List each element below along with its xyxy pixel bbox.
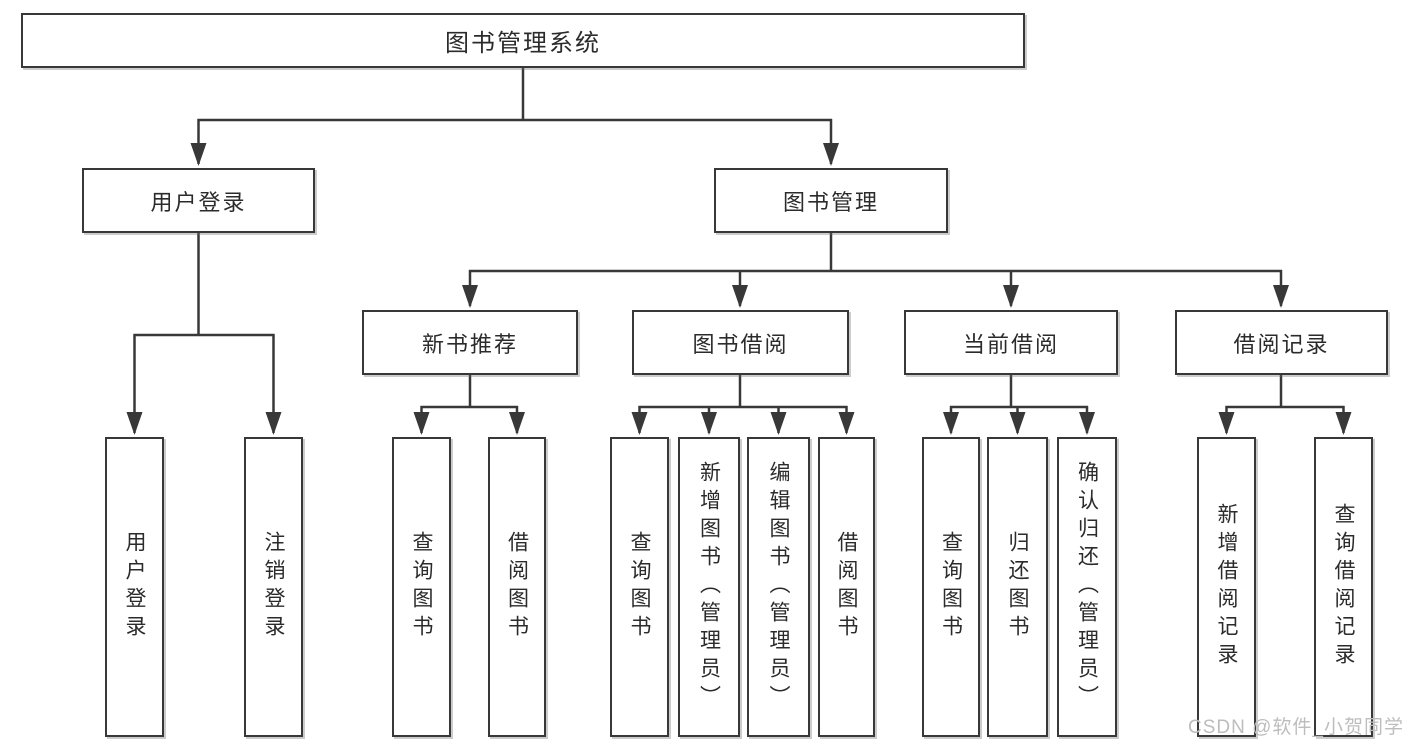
leaf-query-borrow-record: 查询借阅记录	[1314, 437, 1373, 737]
leaf-query-books-current: 查询图书	[922, 437, 980, 737]
node-current-borrowing: 当前借阅	[904, 310, 1118, 375]
node-borrow-records: 借阅记录	[1175, 310, 1388, 375]
branch-book-management	[462, 233, 1289, 308]
leaf-edit-books-admin: 编辑图书（管理员）	[747, 437, 810, 737]
leaf-return-books: 归还图书	[987, 437, 1048, 737]
node-new-book-recommend: 新书推荐	[362, 310, 578, 375]
leaf-confirm-return-admin: 确认归还（管理员）	[1057, 437, 1117, 737]
branch-book-borrowing	[631, 375, 855, 435]
leaf-query-books-recommend: 查询图书	[392, 437, 451, 737]
branch-user-login	[126, 233, 282, 435]
branch-borrow-records	[1218, 375, 1352, 435]
leaf-add-borrow-record: 新增借阅记录	[1197, 437, 1256, 737]
leaf-borrow-books-borrowing: 借阅图书	[818, 437, 875, 737]
node-root-library-system: 图书管理系统	[21, 13, 1025, 68]
leaf-add-books-admin: 新增图书（管理员）	[678, 437, 740, 737]
leaf-borrow-books-recommend: 借阅图书	[488, 437, 546, 737]
node-user-login: 用户登录	[82, 168, 315, 233]
node-book-borrowing: 图书借阅	[632, 310, 849, 375]
branch-root	[190, 68, 839, 166]
leaf-user-login: 用户登录	[105, 437, 164, 737]
branch-new-book-recommend	[413, 375, 525, 435]
branch-current-borrowing	[943, 375, 1095, 435]
leaf-query-books-borrowing: 查询图书	[610, 437, 669, 737]
leaf-logout-login: 注销登录	[244, 437, 303, 737]
node-book-management: 图书管理	[714, 168, 948, 233]
